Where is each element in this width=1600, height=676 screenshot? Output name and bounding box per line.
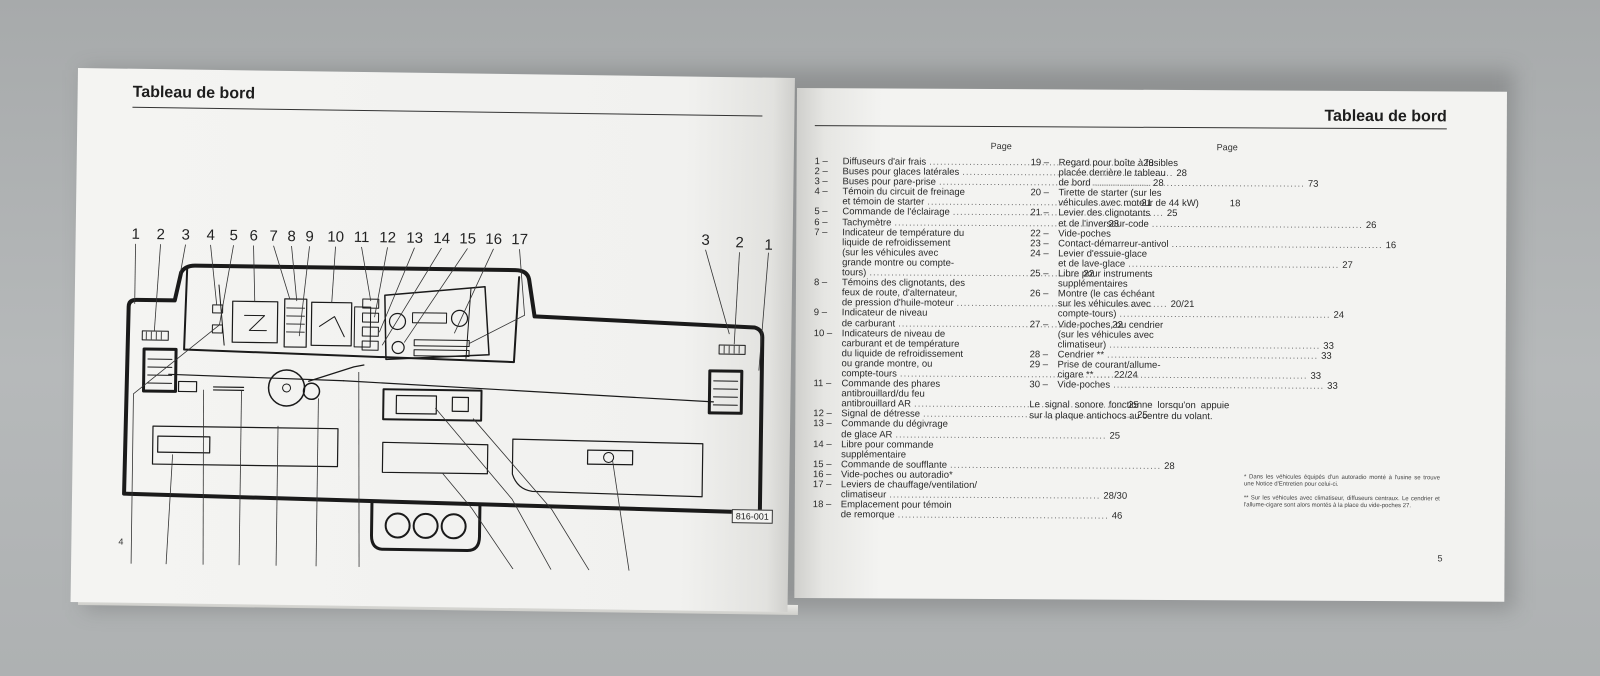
callout-9: 9 [305, 228, 314, 245]
legend-page-ref: 28 [1164, 460, 1175, 472]
legend-entry-number: 24 – [1030, 248, 1049, 260]
footnote-aircon: ** Sur les véhicules avec climatiseur, d… [1243, 495, 1440, 510]
callout-3-right: 3 [701, 232, 710, 249]
callout-16: 16 [485, 231, 502, 248]
legend-entry-number: 27 – [1029, 318, 1049, 330]
legend-page-ref: 27 [1342, 259, 1353, 271]
left-page-number: 4 [118, 536, 124, 547]
legend-column-1: 1 –Diffuseurs d'air frais...............… [812, 156, 1195, 522]
legend-entry-number: 9 – [813, 307, 828, 319]
col1-page-header: Page [990, 141, 1012, 152]
legend-entry: 17 –Leviers de chauffage/ventilation/cli… [812, 479, 1127, 502]
horn-note: Le signal sonore fonctionne lorsqu'on ap… [1029, 399, 1230, 422]
callout-4: 4 [206, 227, 215, 244]
legend-page-ref: 33 [1327, 380, 1338, 392]
legend-entry-number: 13 – [813, 418, 832, 430]
legend-page-ref: 46 [1111, 510, 1123, 522]
legend-entry-number: 20 – [1030, 187, 1049, 199]
legend-entry-text: Vide-poches [1057, 379, 1111, 391]
legend-entry-number: 19 – [1030, 157, 1050, 169]
callout-20: 20 [194, 566, 211, 573]
right-page-number: 5 [1437, 553, 1443, 564]
legend-entry-number: 10 – [813, 327, 833, 339]
legend-page-ref: 16 [1385, 239, 1397, 251]
legend-entry-number: 21 – [1030, 207, 1049, 219]
legend-entry-number: 17 – [812, 479, 832, 491]
legend-entry-number: 4 – [814, 186, 828, 198]
callout-8: 8 [287, 228, 296, 245]
left-page: Tableau de bord [70, 68, 795, 612]
legend-entry: 29 –Prise de courant/allume-cigare **...… [1029, 359, 1322, 382]
callout-12: 12 [379, 229, 396, 246]
callout-23: 23 [307, 570, 324, 572]
legend-entry-number: 7 – [814, 226, 828, 238]
leader-dots: ........................................… [897, 510, 1109, 522]
callout-2-right: 2 [735, 234, 744, 251]
legend-entry-number: 29 – [1029, 359, 1049, 371]
legend-entry-number: 14 – [813, 438, 832, 450]
callout-5: 5 [229, 227, 238, 244]
legend-entry: 30 – Vide-poches.........................… [1029, 379, 1337, 392]
legend-entry-number: 25 – [1030, 268, 1049, 280]
callout-1-right: 1 [764, 237, 773, 254]
right-page-title: Tableau de bord [1324, 107, 1447, 126]
diagram-ref-code: 816-001 [731, 509, 773, 524]
footnote-radio: * Dans les véhicules équipés d'un autora… [1243, 474, 1440, 489]
callout-21: 21 [230, 567, 247, 573]
callout-13: 13 [406, 230, 423, 247]
legend-entry-number: 26 – [1029, 288, 1049, 300]
legend-page-ref: 33 [1310, 370, 1322, 382]
legend-page-ref: 18 [1229, 198, 1241, 210]
left-title-rule [132, 106, 763, 117]
legend-entry-number: 30 – [1029, 379, 1048, 391]
callout-11: 11 [354, 229, 370, 246]
callout-18: 18 [123, 564, 140, 573]
callout-6: 6 [249, 227, 258, 244]
legend-page-ref: 73 [1307, 178, 1319, 190]
legend-entry-number: 18 – [812, 499, 832, 511]
callout-24: 24 [350, 572, 367, 573]
legend-entry: 27 –Vide-poches, ou cendrier(sur les véh… [1029, 318, 1334, 352]
legend-page-ref: 25 [1109, 430, 1121, 442]
callout-14: 14 [433, 230, 450, 247]
leader-dots: ........................................… [1113, 380, 1325, 392]
legend-page-ref: 28/30 [1103, 490, 1128, 502]
right-page: Tableau de bord Page Page 1 –Diffuseurs … [794, 88, 1507, 602]
callout-1: 1 [131, 226, 140, 243]
callout-22: 22 [267, 569, 284, 573]
callout-2: 2 [156, 226, 165, 243]
legend-page-ref: 24 [1333, 310, 1345, 322]
callout-10: 10 [327, 228, 344, 245]
callout-19: 19 [157, 564, 174, 573]
callout-15: 15 [459, 230, 476, 247]
callout-7: 7 [269, 228, 278, 245]
legend-entry-number: 8 – [813, 277, 828, 289]
col2-page-header: Page [1216, 142, 1238, 153]
legend-entry-number: 11 – [813, 378, 832, 390]
legend-page-ref: 26 [1365, 219, 1377, 231]
callout-17: 17 [511, 231, 528, 248]
left-page-title: Tableau de bord [132, 83, 256, 103]
callout-3: 3 [181, 226, 190, 243]
legend-page-ref: 33 [1321, 350, 1332, 362]
dashboard-diagram: 1 2 3 4 5 6 7 8 9 10 11 12 13 14 15 16 1… [122, 226, 773, 573]
legend-entry-text: de remorque [840, 509, 895, 521]
